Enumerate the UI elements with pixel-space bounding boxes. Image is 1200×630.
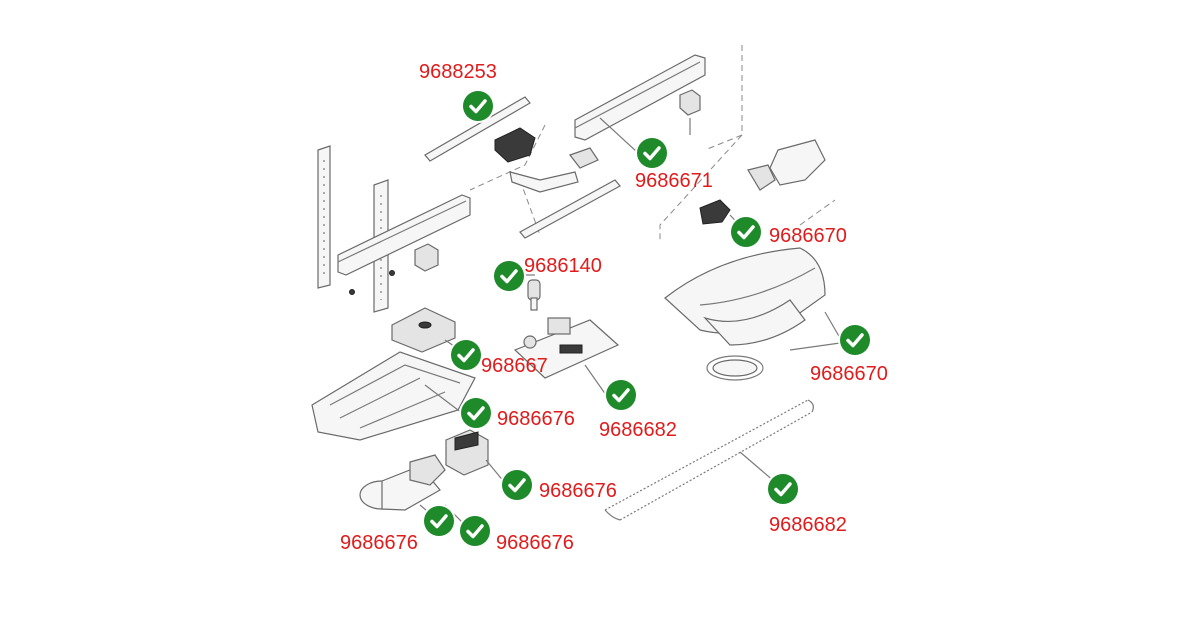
part-label-pad: 968667 — [481, 355, 548, 377]
motor-cover — [664, 247, 826, 381]
part-label-transformer: 9686676 — [539, 480, 617, 502]
check-circle-icon — [768, 474, 798, 504]
transformer-part — [445, 429, 489, 476]
part-label-bulb: 9686140 — [524, 255, 602, 277]
check-circle-icon — [606, 380, 636, 410]
check-circle-icon — [424, 506, 454, 536]
check-circle-icon — [731, 217, 761, 247]
check-circle-icon — [451, 340, 481, 370]
part-label-base: 9686676 — [497, 408, 575, 430]
assembly-guides — [469, 45, 836, 240]
check-circle-icon — [502, 470, 532, 500]
limit-switch-assembly — [699, 139, 826, 225]
control-board-part — [513, 317, 620, 379]
check-circle-icon — [460, 516, 490, 546]
check-circle-icon — [461, 398, 491, 428]
part-label-limit-switch: 9686670 — [769, 225, 847, 247]
check-circle-icon — [840, 325, 870, 355]
check-circle-icon — [463, 91, 493, 121]
check-circle-icon — [637, 138, 667, 168]
top-bracket-parts — [424, 96, 621, 239]
right-rail — [574, 54, 706, 141]
part-label-control-board: 9686682 — [599, 419, 677, 441]
part-label-motor-right: 9686676 — [496, 532, 574, 554]
part-label-chain: 9686682 — [769, 514, 847, 536]
check-circle-icon — [494, 261, 524, 291]
part-label-rail-right: 9686671 — [635, 170, 713, 192]
leader-lines — [419, 117, 841, 531]
hanging-brackets — [317, 145, 389, 313]
bulb-part — [527, 279, 541, 311]
chain-part — [604, 399, 814, 521]
left-rail — [337, 194, 471, 295]
part-label-cover: 9686670 — [810, 363, 888, 385]
motor-part — [359, 454, 446, 511]
part-label-motor-left: 9686676 — [340, 532, 418, 554]
part-label-top-bracket: 9688253 — [419, 61, 497, 83]
mounting-pad — [391, 307, 456, 353]
